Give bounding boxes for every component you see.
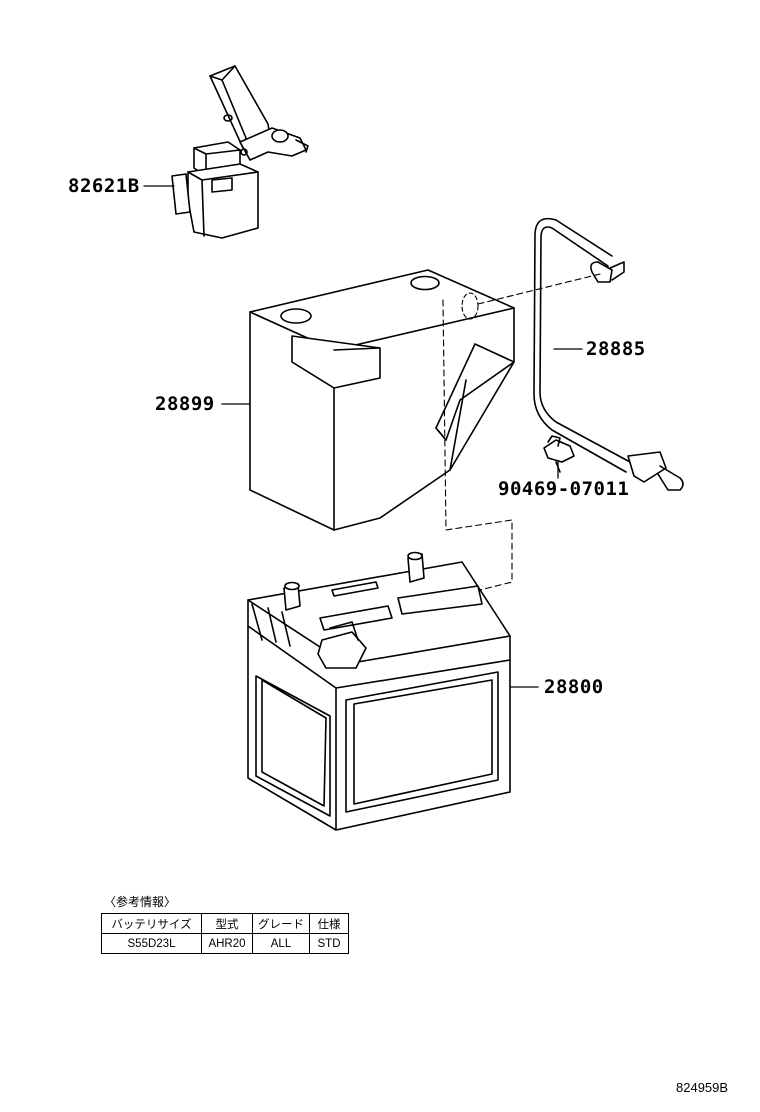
cell-spec: STD bbox=[309, 933, 349, 954]
header-model: 型式 bbox=[201, 913, 253, 934]
cell-battery-size: S55D23L bbox=[101, 933, 202, 954]
terminal-clamp-drawing bbox=[171, 65, 309, 239]
assembly-guide-lines bbox=[442, 273, 601, 591]
hose-clip-drawing bbox=[543, 435, 575, 473]
label-28800: 28800 bbox=[544, 676, 604, 698]
battery-drawing bbox=[247, 551, 511, 831]
label-82621B: 82621B bbox=[68, 175, 140, 197]
label-28885: 28885 bbox=[586, 338, 646, 360]
vent-hose-drawing bbox=[533, 217, 684, 491]
reference-info-caption: 〈参考情報〉 bbox=[104, 895, 177, 909]
cell-grade: ALL bbox=[252, 933, 310, 954]
cell-model: AHR20 bbox=[201, 933, 253, 954]
header-battery-size: バッテリサイズ bbox=[101, 913, 202, 934]
header-spec: 仕様 bbox=[309, 913, 349, 934]
table-header-row: バッテリサイズ 型式 グレード 仕様 bbox=[101, 913, 349, 934]
label-28899: 28899 bbox=[155, 393, 215, 415]
battery-cover-drawing bbox=[249, 269, 515, 531]
table-row: S55D23L AHR20 ALL STD bbox=[101, 933, 349, 954]
drawing-code: 824959B bbox=[676, 1080, 729, 1095]
header-grade: グレード bbox=[252, 913, 310, 934]
battery-spec-table: バッテリサイズ 型式 グレード 仕様 S55D23L AHR20 ALL STD bbox=[101, 913, 349, 954]
label-90469-07011: 90469-07011 bbox=[498, 478, 630, 500]
